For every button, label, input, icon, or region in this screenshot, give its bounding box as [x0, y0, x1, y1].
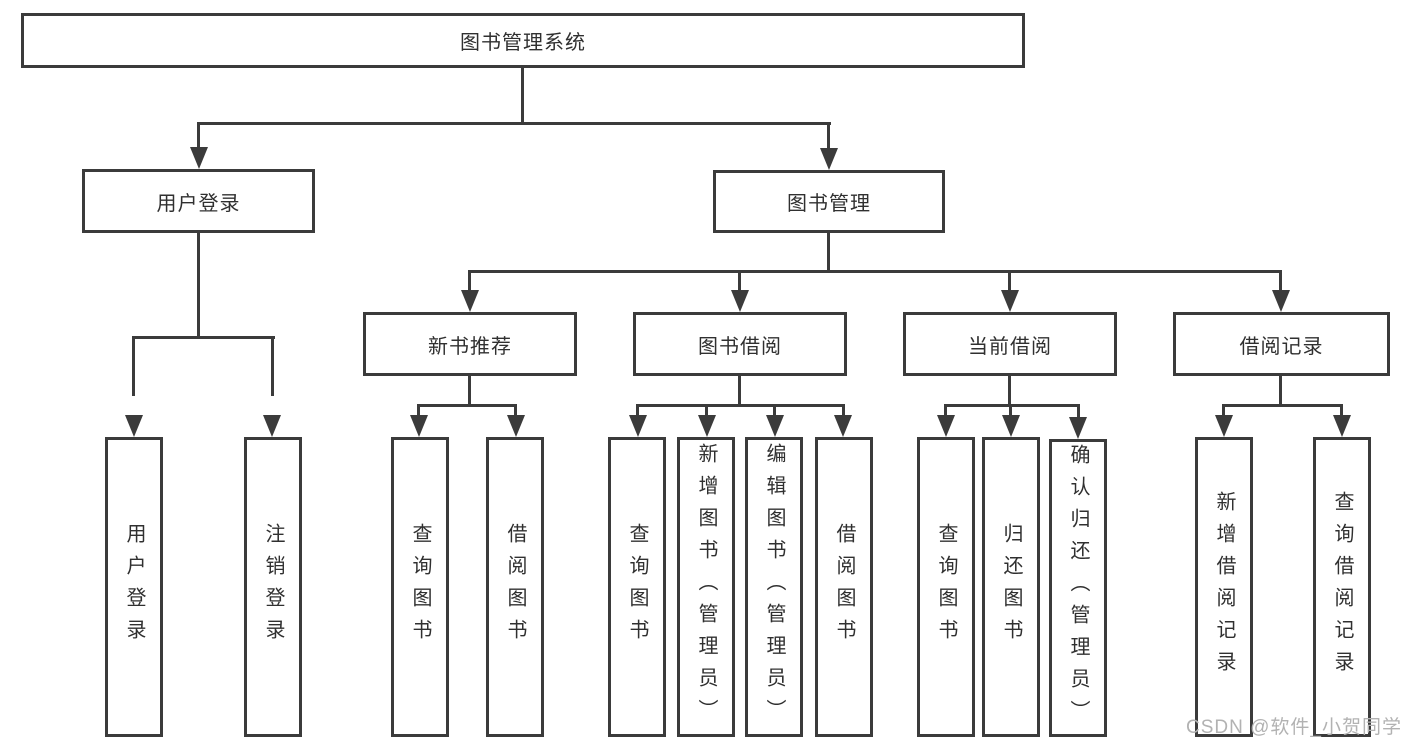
arrowhead-cb-query: [937, 415, 955, 437]
arrowhead-bb-query: [629, 415, 647, 437]
leaf-user-login: 用户登录: [105, 437, 163, 737]
connector-borrow-records-stem: [1279, 375, 1282, 407]
csdn-watermark: CSDN @软件_小贺同学: [1186, 717, 1402, 738]
connector-root-stem: [521, 68, 524, 124]
leaf-edit-book-admin: 编辑图书（管理员）: [745, 437, 803, 737]
node-current-borrowing: 当前借阅: [903, 312, 1117, 376]
leaf-logout: 注销登录: [244, 437, 302, 737]
arrowhead-br-query: [1333, 415, 1351, 437]
connector-book-management-stem: [827, 233, 830, 273]
connector-drop-br-query: [1340, 404, 1343, 418]
leaf-return-book: 归还图书: [982, 437, 1040, 737]
leaf-query-borrow-record: 查询借阅记录: [1313, 437, 1371, 737]
connector-drop-current-borrow: [1008, 270, 1011, 292]
arrowhead-bb-borrow: [834, 415, 852, 437]
arrowhead-user-login: [190, 147, 208, 169]
connector-drop-bb-borrow: [842, 404, 845, 418]
connector-user-login-bar: [132, 336, 275, 339]
connector-book-borrow-stem: [738, 375, 741, 407]
connector-drop-new-book: [468, 270, 471, 292]
connector-current-borrow-bar: [944, 404, 1080, 407]
connector-book-borrow-bar: [636, 404, 845, 407]
arrowhead-bb-add: [698, 415, 716, 437]
arrowhead-nb-borrow: [507, 415, 525, 437]
connector-drop-leaf-logout: [271, 336, 274, 396]
arrowhead-bb-edit: [766, 415, 784, 437]
connector-drop-br-add: [1222, 404, 1225, 418]
node-book-borrowing: 图书借阅: [633, 312, 847, 376]
connector-drop-bb-query: [636, 404, 639, 418]
node-book-management: 图书管理: [713, 170, 945, 233]
connector-drop-book-management: [827, 122, 830, 150]
arrowhead-current-borrow: [1001, 290, 1019, 312]
connector-drop-user-login: [197, 122, 200, 150]
connector-drop-cb-return: [1009, 404, 1012, 418]
arrowhead-book-management: [820, 148, 838, 170]
connector-new-book-bar: [417, 404, 517, 407]
arrowhead-leaf-user-login: [125, 415, 143, 437]
connector-drop-bb-add: [705, 404, 708, 418]
connector-drop-book-borrow: [738, 270, 741, 292]
node-borrowing-records: 借阅记录: [1173, 312, 1390, 376]
arrowhead-cb-confirm: [1069, 417, 1087, 439]
arrowhead-new-book: [461, 290, 479, 312]
arrowhead-book-borrow: [731, 290, 749, 312]
leaf-add-book-admin: 新增图书（管理员）: [677, 437, 735, 737]
connector-current-borrow-stem: [1008, 375, 1011, 407]
node-library-system: 图书管理系统: [21, 13, 1025, 68]
connector-new-book-stem: [468, 375, 471, 407]
connector-drop-borrow-records: [1279, 270, 1282, 292]
arrowhead-nb-query: [410, 415, 428, 437]
leaf-query-books-current: 查询图书: [917, 437, 975, 737]
connector-drop-nb-borrow: [514, 404, 517, 418]
leaf-borrow-books-recommend: 借阅图书: [486, 437, 544, 737]
arrowhead-leaf-logout: [263, 415, 281, 437]
arrowhead-br-add: [1215, 415, 1233, 437]
node-user-login: 用户登录: [82, 169, 315, 233]
arrowhead-borrow-records: [1272, 290, 1290, 312]
leaf-confirm-return-admin: 确认归还（管理员）: [1049, 439, 1107, 737]
connector-drop-cb-confirm: [1077, 404, 1080, 418]
connector-drop-bb-edit: [773, 404, 776, 418]
connector-user-login-stem: [197, 233, 200, 339]
connector-drop-cb-query: [944, 404, 947, 418]
connector-book-management-bar: [468, 270, 1282, 273]
connector-drop-leaf-user-login: [132, 336, 135, 396]
leaf-query-books-borrowing: 查询图书: [608, 437, 666, 737]
leaf-query-books-recommend: 查询图书: [391, 437, 449, 737]
leaf-borrow-books-borrowing: 借阅图书: [815, 437, 873, 737]
connector-drop-nb-query: [417, 404, 420, 418]
node-new-book-recommend: 新书推荐: [363, 312, 577, 376]
leaf-add-borrow-record: 新增借阅记录: [1195, 437, 1253, 737]
connector-root-bar: [197, 122, 831, 125]
connector-borrow-records-bar: [1222, 404, 1343, 407]
arrowhead-cb-return: [1002, 415, 1020, 437]
